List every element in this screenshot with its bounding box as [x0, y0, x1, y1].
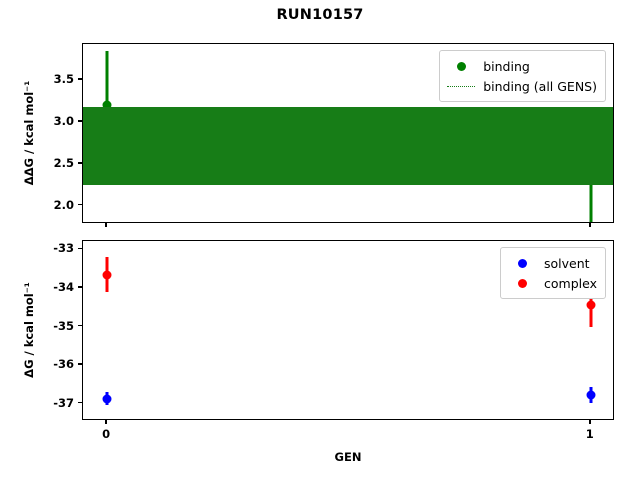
y-tick-label: 2.5	[53, 155, 74, 170]
data-point-marker	[102, 100, 112, 110]
x-axis-label: GEN	[334, 450, 362, 464]
y-tick-mark	[78, 120, 82, 122]
y-tick-label: 2.0	[53, 197, 74, 212]
legend-circle-marker-icon	[517, 278, 527, 288]
error-bar	[589, 174, 593, 222]
y-tick-label: -34	[53, 280, 74, 295]
legend-label: binding	[483, 58, 530, 74]
y-tick-mark	[78, 203, 82, 206]
legend-dotted-line-icon	[447, 85, 476, 87]
data-point-marker	[102, 270, 112, 280]
y-tick-mark	[78, 401, 82, 404]
legend-label: solvent	[544, 255, 590, 271]
top-panel-y-axis-label: ΔΔG / kcal mol⁻¹	[22, 80, 36, 186]
y-tick-mark	[78, 247, 82, 250]
figure-title: RUN10157	[276, 7, 364, 23]
binding-all-gens-band	[83, 106, 613, 185]
x-tick-label: 1	[585, 427, 594, 441]
bottom-panel-legend: solvent complex	[500, 247, 606, 299]
y-tick-label: -35	[53, 318, 74, 333]
data-point-marker	[586, 390, 596, 400]
y-tick-label: -36	[53, 357, 74, 372]
x-tick-mark	[105, 223, 107, 227]
legend-entry[interactable]: complex	[507, 273, 597, 293]
legend-label: complex	[544, 275, 597, 291]
y-tick-mark	[78, 286, 82, 288]
y-tick-mark	[78, 363, 82, 365]
legend-marker-swatch	[446, 85, 476, 87]
x-tick-label: 0	[102, 427, 111, 441]
y-tick-mark	[78, 324, 82, 327]
top-panel-axes: binding binding (all GENS)	[82, 43, 614, 223]
y-tick-mark	[78, 161, 82, 164]
legend-marker-swatch	[507, 258, 537, 268]
top-panel-legend: binding binding (all GENS)	[439, 50, 606, 102]
y-tick-mark	[78, 78, 82, 80]
legend-marker-swatch	[446, 61, 476, 71]
data-point-marker	[102, 394, 112, 404]
x-tick-mark	[589, 223, 591, 227]
y-tick-label: -33	[53, 241, 74, 256]
y-tick-label: 3.5	[53, 72, 74, 86]
x-tick-mark	[589, 420, 591, 424]
legend-entry[interactable]: binding	[446, 56, 597, 76]
x-tick-mark	[105, 420, 107, 424]
legend-entry[interactable]: binding (all GENS)	[446, 76, 597, 96]
legend-entry[interactable]: solvent	[507, 253, 597, 273]
y-tick-label: 3.0	[53, 113, 74, 128]
legend-circle-marker-icon	[517, 258, 527, 268]
legend-circle-marker-icon	[456, 61, 466, 71]
y-tick-label: -37	[53, 395, 74, 410]
legend-marker-swatch	[507, 278, 537, 288]
bottom-panel-axes: solvent complex	[82, 240, 614, 420]
legend-label: binding (all GENS)	[483, 78, 597, 94]
data-point-marker	[586, 300, 596, 310]
